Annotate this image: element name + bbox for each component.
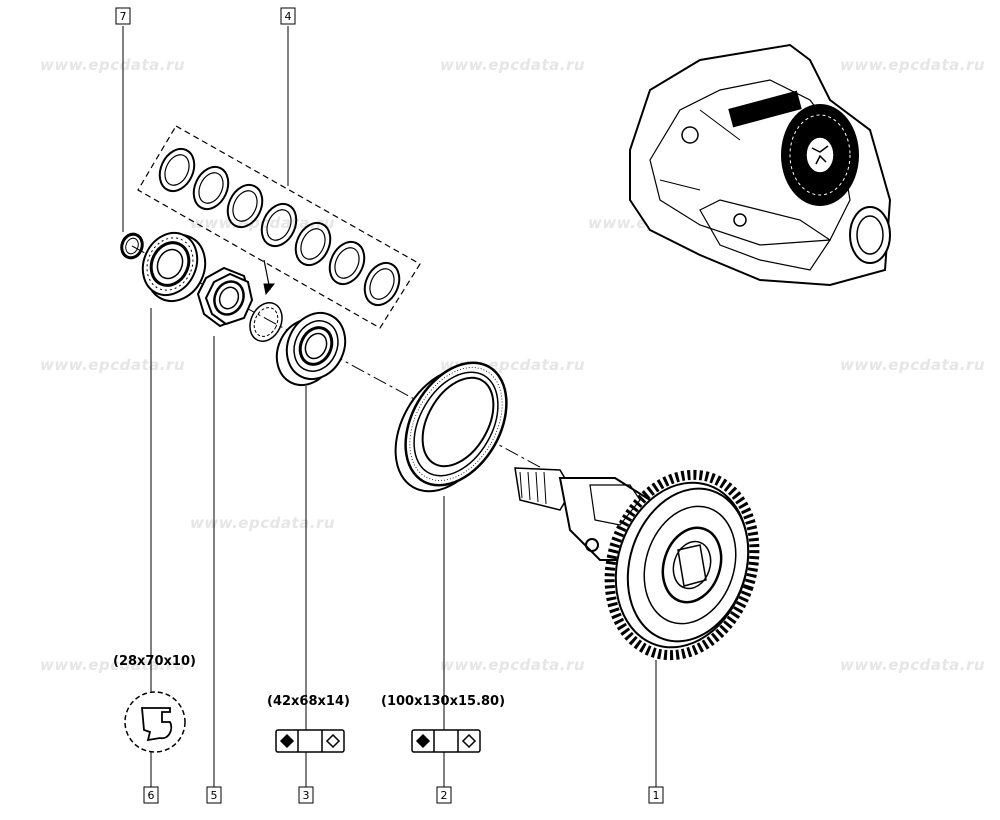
callout-3: 3 — [298, 786, 314, 804]
seal-section-symbol — [124, 691, 186, 753]
ball-bearing-3 — [275, 311, 347, 387]
callout-7: 7 — [115, 7, 131, 25]
bearing-symbol-3 — [275, 729, 345, 753]
leader-lines — [122, 26, 657, 787]
callout-1: 1 — [648, 786, 664, 804]
watermark-text: www.epcdata.ru — [840, 56, 985, 74]
thin-washer — [249, 259, 283, 342]
large-bearing-2 — [394, 361, 508, 493]
watermark-text: www.epcdata.ru — [190, 514, 335, 532]
callout-6: 6 — [143, 786, 159, 804]
callout-number: 2 — [441, 789, 448, 802]
dimension-label-seal-6: (28x70x10) — [113, 654, 196, 669]
callout-number: 4 — [285, 10, 292, 23]
watermark-text: www.epcdata.ru — [440, 56, 585, 74]
dimension-label-bearing-3: (42x68x14) — [267, 694, 350, 709]
watermark-text: www.epcdata.ru — [840, 656, 985, 674]
bearing-symbol-2 — [411, 729, 481, 753]
watermark-text: www.epcdata.ru — [440, 656, 585, 674]
callout-number: 6 — [148, 789, 155, 802]
seal-6 — [141, 231, 207, 303]
callout-number: 5 — [211, 789, 218, 802]
callout-number: 1 — [653, 789, 660, 802]
callout-number: 3 — [303, 789, 310, 802]
dimension-label-bearing-2: (100x130x15.80) — [381, 694, 505, 709]
watermark-text: www.epcdata.ru — [40, 656, 185, 674]
differential-crown-gear-1 — [514, 467, 760, 661]
callout-number: 7 — [120, 10, 127, 23]
watermark-text: www.epcdata.ru — [840, 356, 985, 374]
circlip-7 — [120, 232, 144, 260]
callout-2: 2 — [436, 786, 452, 804]
nut-5 — [196, 266, 254, 328]
callout-4: 4 — [280, 7, 296, 25]
watermark-text: www.epcdata.ru — [40, 56, 185, 74]
gearbox-inset — [629, 43, 892, 287]
callout-5: 5 — [206, 786, 222, 804]
watermark-text: www.epcdata.ru — [40, 356, 185, 374]
shim-set-4 — [137, 125, 421, 329]
